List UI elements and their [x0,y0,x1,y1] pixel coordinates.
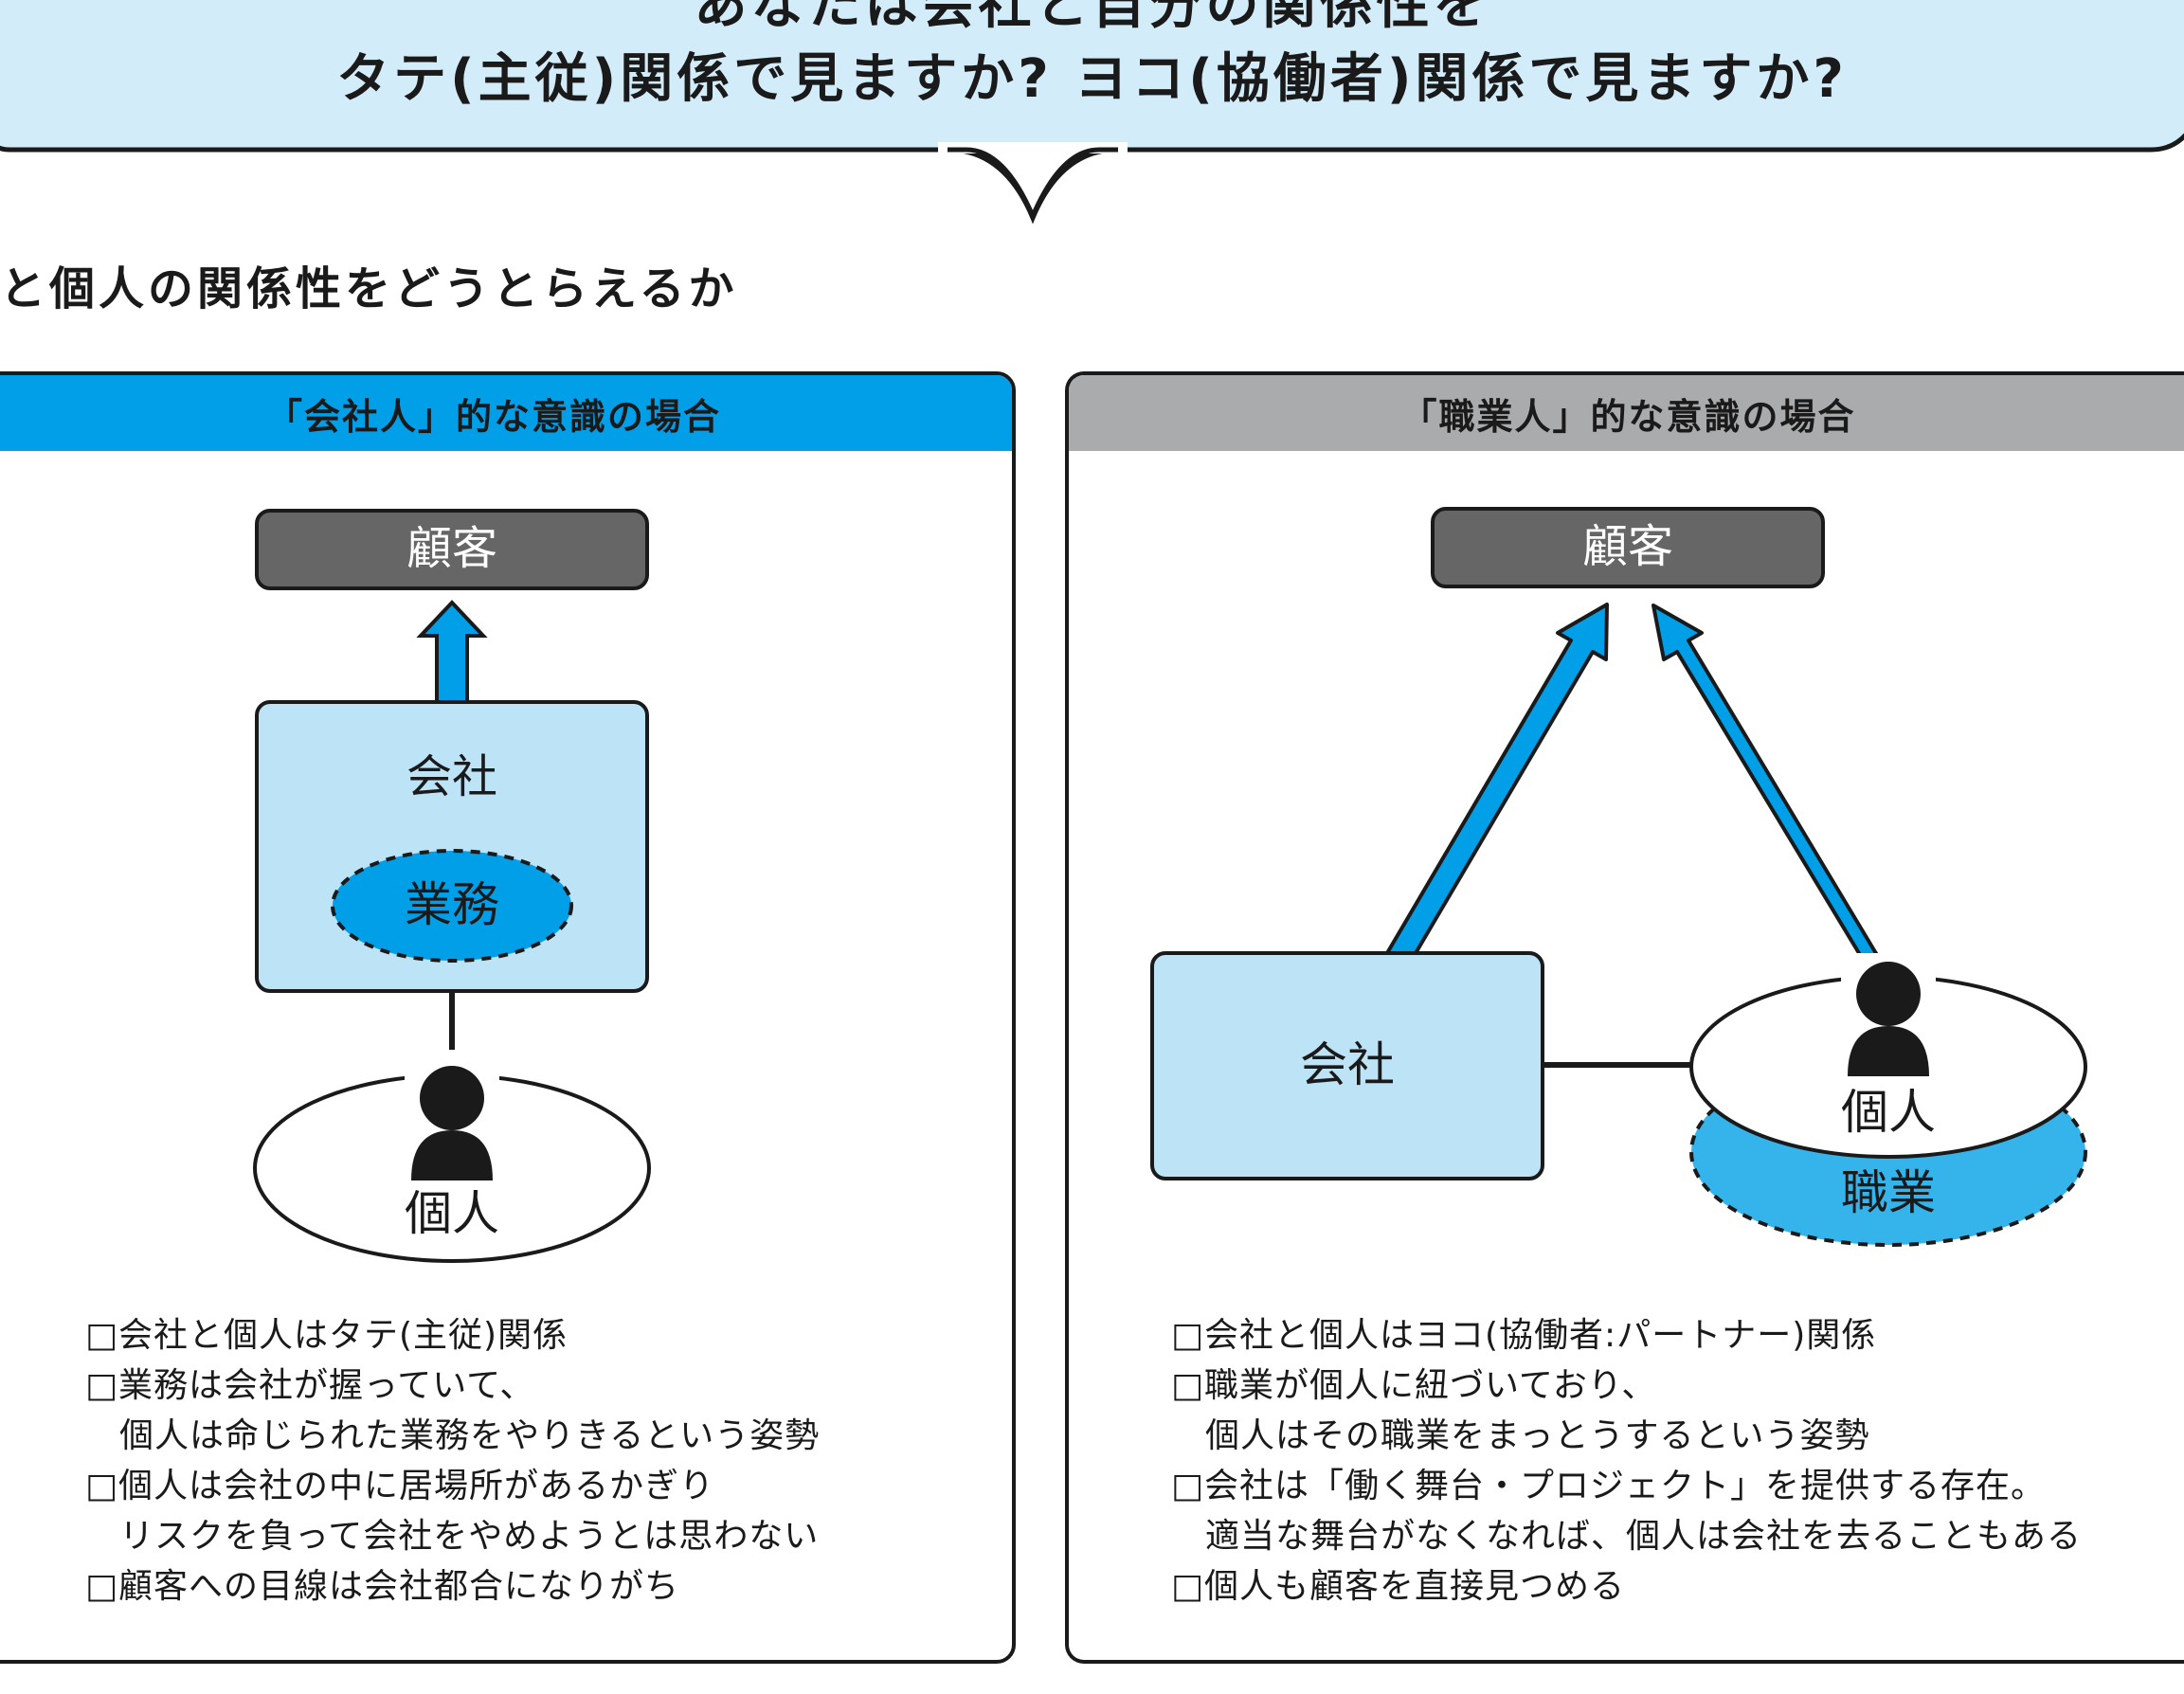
note-line: □職業が個人に紐づいており、 [1171,1366,1657,1405]
note-line: □個人は会社の中に居場所があるかぎり [85,1467,715,1505]
company-label: 会社 [1300,1037,1395,1092]
professional-diagram: 顧客 会社 職業 個人 [1150,507,2087,1247]
panel-header-company-person: 「会社人」的な意識の場合 [0,375,1012,451]
note-line: □個人も顧客を直接見つめる [1171,1567,1626,1606]
customer-label: 顧客 [406,522,497,575]
company-person-diagram: 顧客 会社 業務 個人 [253,509,651,1263]
note-line: リスクを負って会社をやめようとは思わない [119,1517,820,1556]
header-line-2: タテ(主従)関係で見ますか? ヨコ(協働者)関係で見ますか? [336,48,1848,110]
note-line: □顧客への目線は会社都合になりがち [85,1567,680,1606]
company-label: 会社 [406,750,497,803]
customer-box [1431,507,1825,588]
person-icon [1841,953,1936,1076]
section-subtitle: と個人の関係性をどうとらえるか [0,262,738,315]
person-icon [405,1057,499,1180]
profession-label: 職業 [1841,1165,1936,1220]
professional-notes: □会社と個人はヨコ(協働者:パートナー)関係 □職業が個人に紐づいており、 個人… [1171,1310,2082,1612]
note-line: □会社と個人はタテ(主従)関係 [85,1316,569,1355]
speech-bubble: あなたは会社と自分の関係性を タテ(主従)関係で見ますか? ヨコ(協働者)関係で… [0,0,2184,225]
company-person-panel: 「会社人」的な意識の場合 顧客 会社 業務 個人 □会社と個人はタテ(主従)関係… [0,371,1016,1664]
speech-bubble-shape [0,0,2184,225]
individual-label: 個人 [405,1186,499,1241]
customer-box [255,509,649,590]
company-person-notes: □会社と個人はタテ(主従)関係 □業務は会社が握っていて、 個人は命じられた業務… [85,1310,820,1612]
note-line: □会社と個人はヨコ(協働者:パートナー)関係 [1171,1316,1877,1355]
note-line: 適当な舞台がなくなれば、個人は会社を去ることもある [1205,1517,2083,1556]
arrow-company-to-customer [416,600,488,704]
note-line: □会社は「働く舞台・プロジェクト」を提供する存在。 [1171,1467,2047,1505]
note-line: 個人はその職業をまっとうするという姿勢 [1205,1416,1870,1455]
arrow-individual-to-customer [1652,604,1879,964]
note-line: 個人は命じられた業務をやりきるという姿勢 [119,1416,821,1455]
arrow-company-to-customer [1385,603,1609,966]
professional-panel: 「職業人」的な意識の場合 顧客 会社 職業 個人 □会社と個人はヨコ(協働者:パ… [1065,371,2184,1664]
note-line: □業務は会社が握っていて、 [85,1366,535,1405]
customer-label: 顧客 [1582,520,1673,573]
header-line-1: あなたは会社と自分の関係性を [694,0,1490,36]
work-label: 業務 [405,877,499,932]
work-ellipse [331,849,573,963]
panel-header-professional: 「職業人」的な意識の場合 [1069,375,2184,451]
individual-label: 個人 [1841,1085,1936,1140]
